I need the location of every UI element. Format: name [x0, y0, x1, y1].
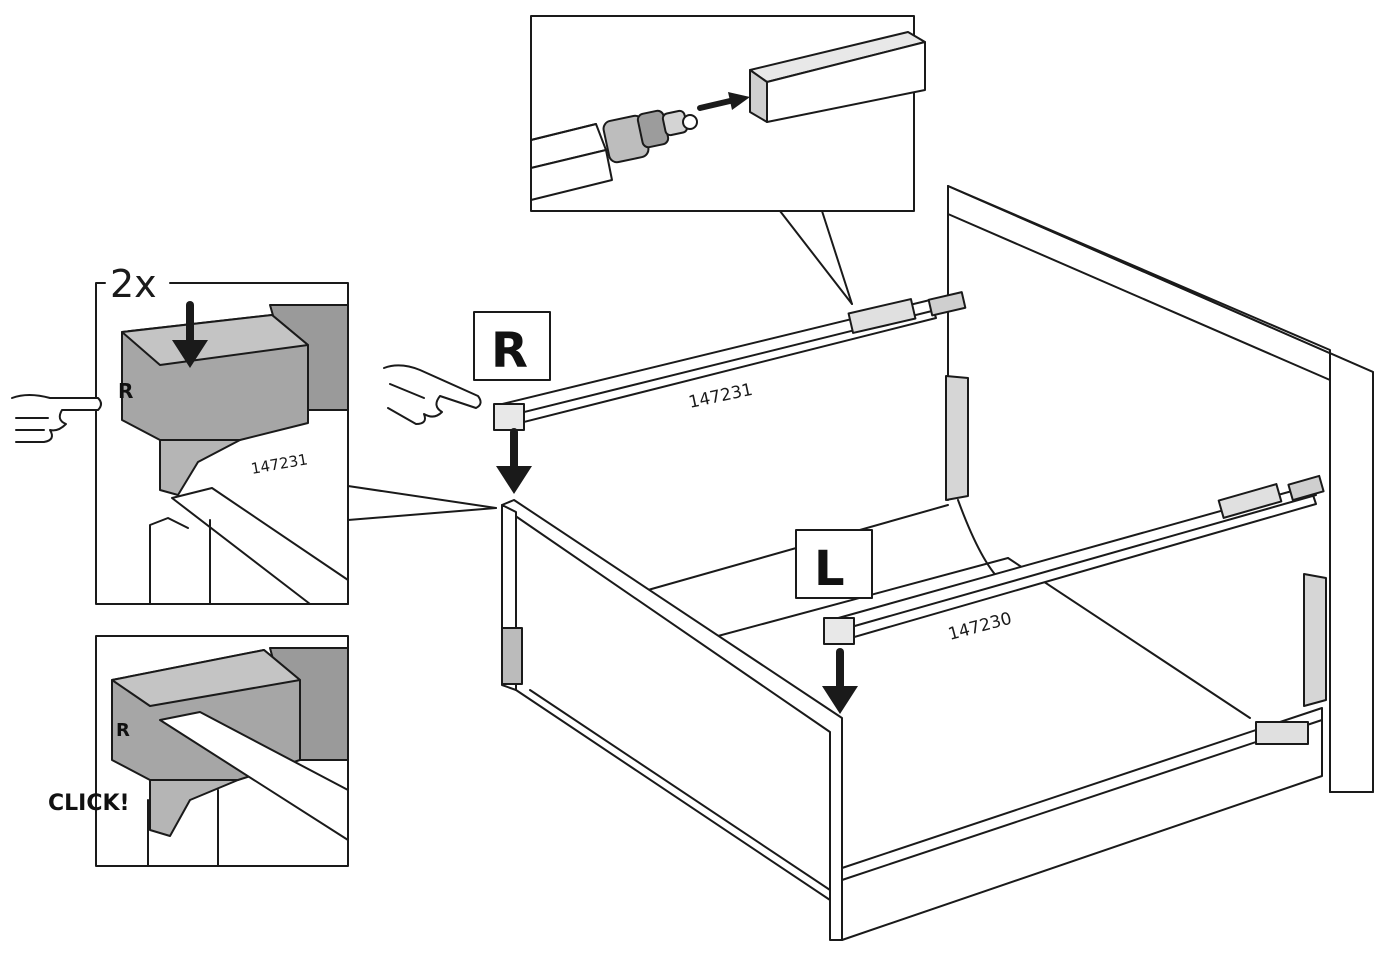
- rail-right: [493, 291, 967, 431]
- rail-right-badge: R: [473, 311, 551, 381]
- clip-side-mark-after: R: [116, 720, 130, 741]
- drawer-right-side-panel: [501, 499, 843, 941]
- down-arrow-icon: [172, 301, 208, 368]
- hand-pointing-icon: [383, 364, 482, 425]
- connector-plug-detail: [602, 109, 698, 164]
- down-arrow-icon: [496, 428, 532, 494]
- drawer-front-rail: [841, 707, 1323, 941]
- rail-left-side-label: L: [814, 541, 845, 597]
- clip-detail-inset-before: R 147231: [95, 282, 497, 605]
- rail-left-part-number: 147230: [946, 609, 1014, 645]
- down-arrow-icon: [822, 648, 858, 714]
- rod-end-detail: [530, 123, 613, 201]
- square-tube-detail: [749, 31, 926, 123]
- quantity-label: 2x: [110, 262, 157, 306]
- connector-detail-inset: [530, 15, 926, 305]
- clip-detail-inset-after: R: [95, 635, 349, 867]
- drawer-back-panel: [947, 185, 1374, 793]
- rail-right-side-label: R: [491, 323, 528, 379]
- clip-side-mark: R: [118, 379, 133, 403]
- insert-arrow-icon: [697, 92, 750, 111]
- rail-left-badge: L: [795, 529, 873, 599]
- click-label: CLICK!: [48, 791, 130, 816]
- rail-left: [823, 474, 1325, 645]
- hand-pointing-icon: [11, 394, 102, 443]
- rail-right-part-number: 147231: [687, 380, 755, 413]
- drawer-left-side-panel: [945, 375, 1327, 707]
